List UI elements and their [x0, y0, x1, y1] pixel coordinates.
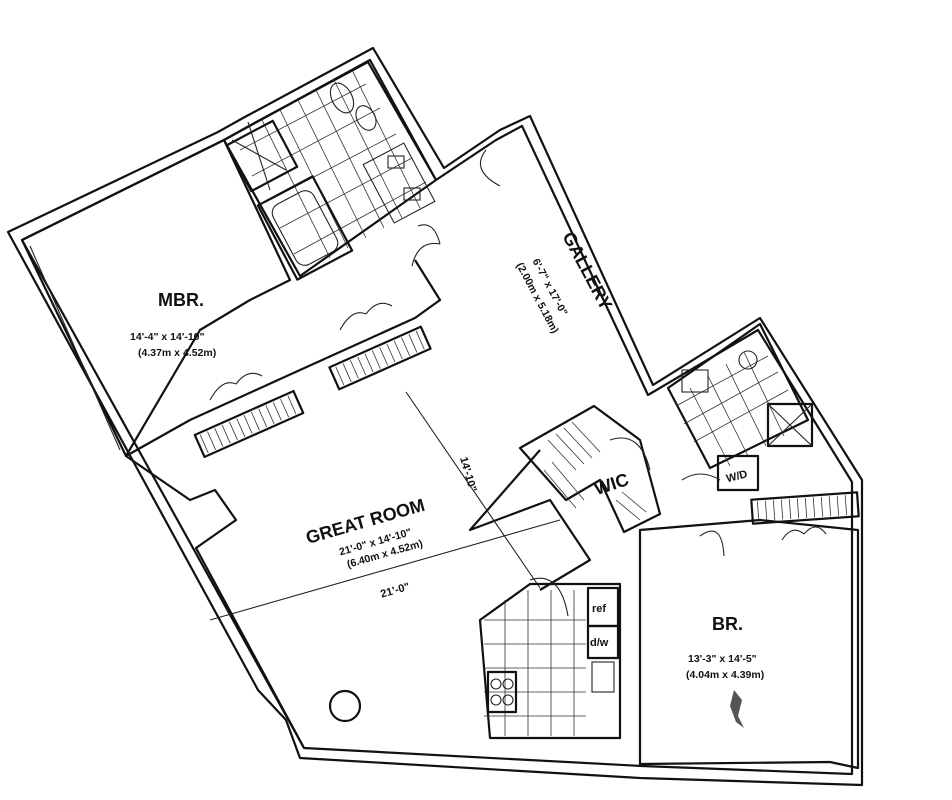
mbr-name: MBR.	[158, 290, 204, 310]
label-gallery: GALLERY 6'-7" x 17'-0" (2.00m x 5.18m)	[514, 228, 617, 335]
br-walls	[638, 491, 860, 770]
label-br: BR. 13'-3" x 14'-5" (4.04m x 4.39m)	[686, 614, 764, 681]
toilet	[329, 82, 355, 114]
great-room-depth-group: 14'-10"	[457, 456, 478, 494]
washer-dryer-label: W/D	[725, 468, 749, 485]
bathtub	[256, 175, 354, 281]
label-great-room: GREAT ROOM 21'-0" x 14'-10" (6.40m x 4.5…	[304, 495, 427, 601]
master-bath	[222, 58, 438, 281]
mbr-closets	[193, 302, 432, 459]
walk-in-closet	[518, 404, 662, 534]
kitchen	[478, 577, 622, 740]
great-room-depth: 14'-10"	[457, 456, 478, 494]
range	[486, 670, 518, 714]
great-room-walls	[125, 391, 592, 749]
label-mbr: MBR. 14'-4" x 14'-10" (4.37m x 4.52m)	[130, 290, 216, 359]
column	[328, 689, 362, 723]
br-name: BR.	[712, 614, 743, 634]
gallery-doors	[411, 149, 501, 267]
second-shower	[766, 402, 814, 448]
shower	[225, 119, 299, 193]
dishwasher-label: d/w	[590, 637, 609, 649]
vanity	[362, 142, 436, 224]
great-room-width: 21'-0"	[379, 581, 411, 601]
dishwasher	[586, 624, 620, 660]
mbr-dim-imperial: 14'-4" x 14'-10"	[130, 331, 205, 343]
br-dim-imperial: 13'-3" x 14'-5"	[688, 653, 757, 665]
refrigerator-label: ref	[592, 603, 606, 615]
sink	[591, 661, 615, 693]
br-dim-metric: (4.04m x 4.39m)	[686, 669, 764, 681]
washer-dryer-unit	[716, 454, 760, 492]
second-toilet	[738, 350, 758, 370]
ink-smudge	[730, 690, 744, 728]
mbr-dim-metric: (4.37m x 4.52m)	[138, 347, 216, 359]
second-bath	[666, 322, 814, 492]
mbr-walls	[21, 138, 442, 458]
